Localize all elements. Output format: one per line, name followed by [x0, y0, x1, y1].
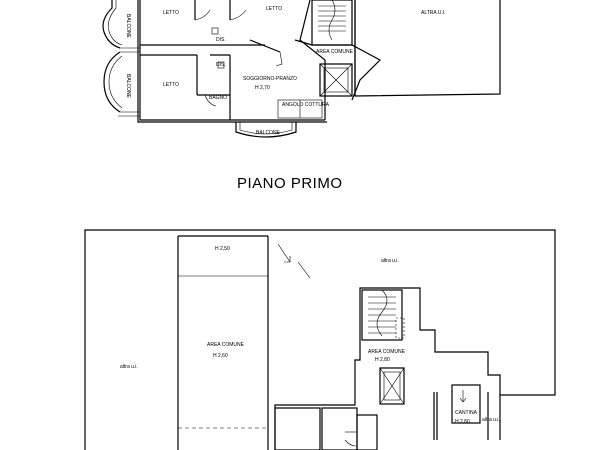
piano-primo-plan: BALCONE BALCONE LETTO LETTO LETTO DIS. D…: [102, 0, 501, 138]
label-dis-2: DIS.: [216, 62, 226, 68]
outer-wall-right: [299, 0, 326, 120]
bottom-floor-plan: H 2,50 altra u.i. altra u.i. AREA COMUNE…: [84, 229, 556, 450]
label-soggiorno: SOGGIORNO-PRANZO: [243, 76, 297, 82]
altra-ui-block-upper: [354, 0, 501, 97]
label-letto-2: LETTO: [266, 6, 282, 12]
label-balcone-left-2: BALCONE: [125, 74, 131, 99]
label-area-comune-mid: AREA COMUNE: [207, 342, 245, 348]
balcone-left-lower: [103, 51, 121, 113]
label-area-comune-stair: AREA COMUNE: [368, 349, 406, 355]
label-balcone-left-1: BALCONE: [125, 14, 131, 39]
lift-upper: [319, 63, 353, 97]
label-altra-ui-left: altra u.i.: [120, 364, 138, 370]
label-soggiorno-h: H 2,70: [255, 85, 270, 91]
lift-lower: [379, 367, 405, 405]
label-h-top: H 2,50: [215, 246, 230, 252]
label-altra-ui-top: altra u.i.: [381, 258, 399, 264]
plan-title: PIANO PRIMO: [237, 175, 343, 192]
outer-wall-left: [139, 0, 325, 121]
stair-upper: [311, 0, 353, 46]
label-dis-1: DIS.: [216, 37, 226, 43]
label-area-comune-stair-h: H 2,80: [375, 357, 390, 363]
label-bagno: BAGNO: [209, 95, 227, 101]
label-letto-3: LETTO: [163, 82, 179, 88]
label-area-comune-upper: AREA COMUNE: [316, 49, 354, 55]
label-altra-ui-upper: ALTRA U.I.: [421, 10, 446, 16]
label-cantina: CANTINA: [455, 410, 478, 416]
balcone-left-upper: [102, 0, 121, 49]
outer-boundary-lower: [84, 229, 556, 450]
label-altra-ui-right: altra u.i.: [482, 417, 500, 423]
label-area-comune-mid-h: H 2,60: [213, 353, 228, 359]
label-letto-1: LETTO: [163, 10, 179, 16]
label-angolo-cottura: ANGOLO COTTURA: [282, 102, 330, 108]
label-balcone-bottom: BALCONE: [256, 130, 281, 136]
cantina-room: [451, 384, 481, 424]
balcone-bottom: [235, 122, 297, 138]
label-cantina-h: H 2,80: [455, 419, 470, 425]
